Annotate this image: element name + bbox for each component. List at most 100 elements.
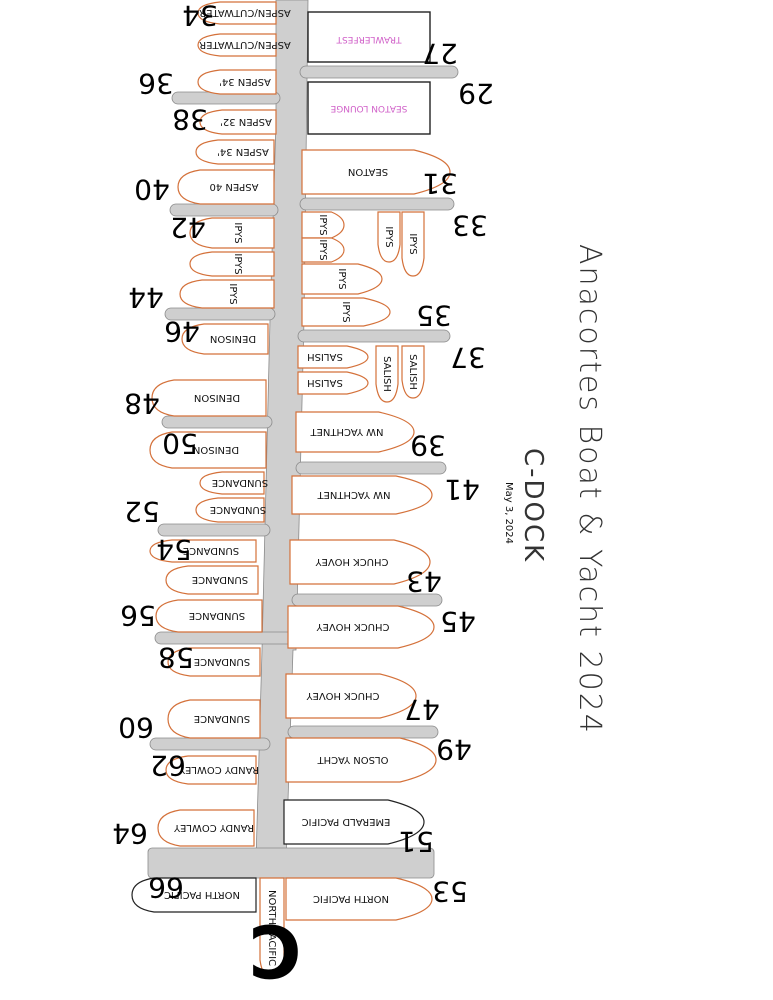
map-title: Anacortes Boat & Yacht 2024 — [572, 244, 607, 735]
slip-number: 41 — [444, 473, 480, 506]
boat-hull — [195, 139, 275, 165]
boat-hull — [197, 33, 277, 57]
boat-name: SUNDANCE — [192, 574, 248, 585]
boat-hull — [285, 877, 433, 921]
slip-number: 38 — [172, 103, 208, 136]
building-trawlerfest — [307, 11, 431, 63]
slip-number: 31 — [422, 167, 458, 200]
boat-name: IPYS — [232, 222, 243, 243]
finger-pier — [149, 737, 271, 751]
slip-number: 60 — [118, 711, 154, 744]
boat-hull — [155, 599, 263, 633]
boat-name: SALISH — [407, 354, 418, 390]
slip-number: 53 — [432, 875, 468, 908]
slip-number: 45 — [440, 605, 476, 638]
boat-hull — [285, 673, 417, 719]
boat-name: SALISH — [307, 377, 343, 388]
slip-number: 39 — [410, 429, 446, 462]
boat-name: SUNDANCE — [189, 610, 245, 621]
boat-hull — [259, 877, 285, 979]
slip-number: 49 — [436, 733, 472, 766]
slip-number: 36 — [138, 67, 174, 100]
slip-number: 58 — [158, 641, 194, 674]
boat-name: IPYS — [407, 233, 418, 254]
boat-hull — [297, 371, 369, 395]
boat-name: SALISH — [381, 356, 392, 392]
boat-hull — [165, 565, 259, 595]
boat-name: NORTH PACIFIC — [164, 889, 240, 900]
boat-hull — [181, 323, 269, 355]
boat-name: SUNDANCE — [194, 713, 250, 724]
boat-hull — [301, 149, 451, 195]
boat-hull — [285, 737, 437, 783]
boat-hull — [165, 755, 257, 785]
boat-name: SUNDANCE — [183, 545, 239, 556]
boat-hull — [199, 471, 265, 495]
map-date: May 3, 2024 — [503, 482, 514, 544]
boat-name: ASPEN 40 — [210, 181, 259, 192]
boat-name: OLSON YACHT — [317, 754, 389, 765]
boat-hull — [157, 809, 255, 847]
slip-number: 47 — [404, 693, 440, 726]
boat-hull — [177, 169, 275, 205]
boat-hull — [377, 211, 401, 263]
finger-pier — [299, 65, 459, 79]
finger-pier — [161, 415, 273, 429]
boat-name: CHUCK HOVEY — [315, 556, 389, 567]
boat-name: NW YACHTNET — [310, 426, 384, 437]
finger-pier — [287, 725, 439, 739]
boat-name: SEATON — [348, 166, 388, 177]
boat-hull — [195, 497, 265, 523]
boat-hull — [189, 217, 275, 249]
slip-number: 46 — [164, 315, 200, 348]
building-label: SEATON LOUNGE — [330, 103, 407, 113]
boat-hull — [401, 211, 425, 277]
boat-name: IPYS — [227, 283, 238, 304]
boat-name: SUNDANCE — [194, 656, 250, 667]
boat-hull — [283, 799, 425, 845]
boat-hull — [401, 345, 425, 399]
finger-pier — [299, 197, 455, 211]
boat-name: ASPEN 34' — [217, 146, 269, 157]
boat-name: IPYS — [383, 226, 394, 247]
boat-hull — [167, 647, 261, 677]
slip-number: 50 — [162, 427, 198, 460]
boat-hull — [197, 1, 277, 25]
slip-number: 62 — [150, 749, 186, 782]
boat-name: EMERALD PACIFIC — [302, 816, 391, 827]
boat-hull — [151, 379, 267, 417]
boat-hull — [167, 699, 261, 739]
boat-name: NORTH PACIFIC — [313, 893, 389, 904]
slip-number: 48 — [124, 387, 160, 420]
slip-number: 34 — [182, 0, 218, 32]
boat-name: CHUCK HOVEY — [316, 621, 390, 632]
boat-hull — [199, 109, 277, 135]
slip-number: 35 — [416, 299, 452, 332]
building-label: TRAWLERFEST — [336, 34, 402, 44]
boat-name: ASPEN/CUTWATER — [199, 7, 291, 18]
boat-hull — [301, 211, 345, 239]
finger-pier — [157, 523, 271, 537]
boat-name: DENISON — [194, 392, 240, 403]
boat-hull — [287, 605, 435, 649]
slip-number: 42 — [170, 211, 206, 244]
boat-name: ASPEN 34' — [219, 76, 271, 87]
end-pier — [147, 847, 435, 879]
boat-hull — [291, 475, 433, 515]
slip-number: 40 — [134, 173, 170, 206]
boat-name: SUNDANCE — [210, 504, 266, 515]
slip-number: 43 — [406, 565, 442, 598]
boat-hull — [301, 297, 391, 327]
boat-name: IPYS — [340, 301, 351, 322]
slip-number: 54 — [156, 533, 192, 566]
boat-name: CHUCK HOVEY — [306, 690, 380, 701]
slip-number: 29 — [458, 77, 494, 110]
slip-number: 66 — [148, 871, 184, 904]
boat-name: RANDY COWLEY — [178, 764, 259, 775]
boat-name: RANDY COWLEY — [173, 822, 254, 833]
finger-pier — [295, 461, 447, 475]
slip-number: 33 — [452, 209, 488, 242]
boat-name: NORTH PACIFIC — [266, 890, 277, 966]
boat-hull — [295, 411, 415, 453]
